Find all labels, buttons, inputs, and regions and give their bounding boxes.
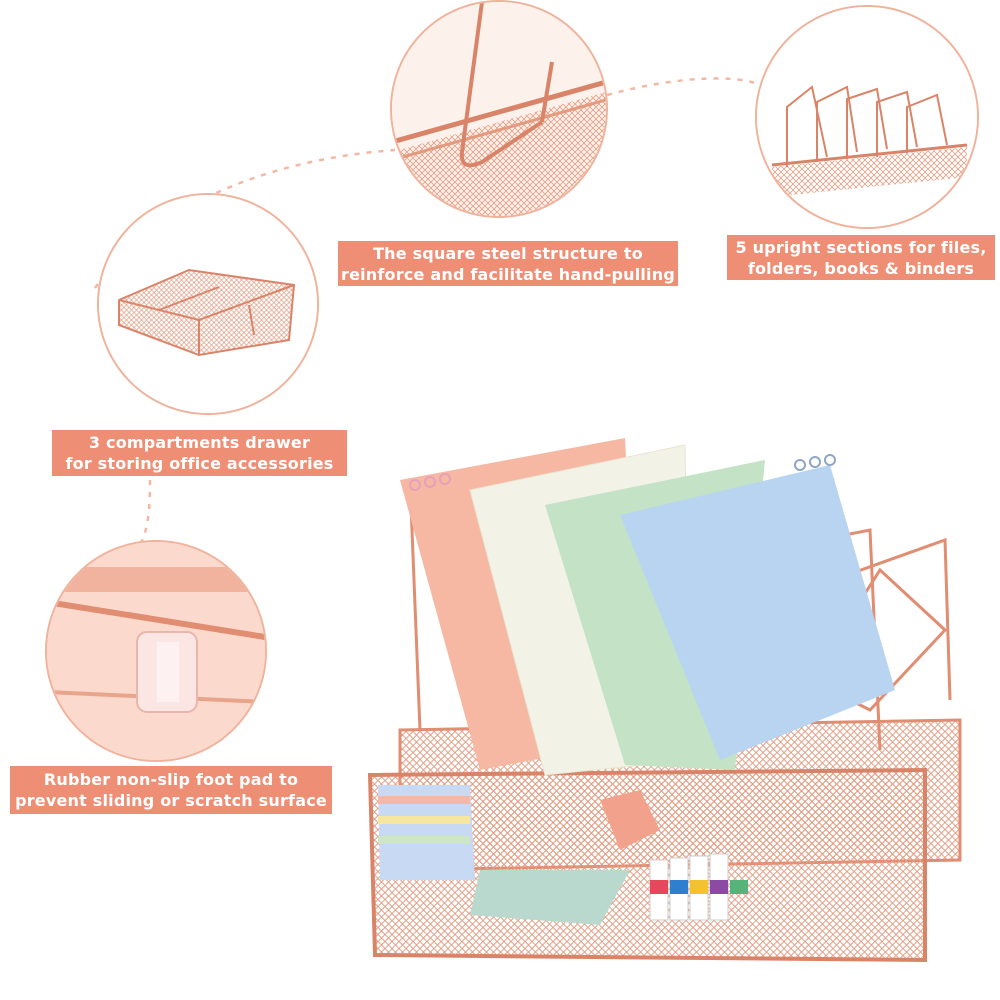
steel-structure-line1: The square steel structure to [373, 243, 643, 263]
upright-sections-closeup [755, 5, 979, 229]
steel-structure-closeup [390, 0, 608, 218]
steel-structure-line2: reinforce and facilitate hand-pulling [340, 264, 675, 284]
drawer-line1: 3 compartments drawer [88, 433, 311, 452]
upright-sections-callout: 5 upright sections for files, folders, b… [727, 235, 995, 280]
drawer-line2: for storing office accessories [65, 454, 334, 473]
drawer-callout: 3 compartments drawer for storing office… [52, 430, 347, 476]
upright-sections-line1: 5 upright sections for files, [735, 237, 987, 257]
foot-pad-closeup [45, 540, 267, 762]
steel-structure-callout: The square steel structure to reinforce … [338, 241, 678, 286]
foot-pad-line1: Rubber non-slip foot pad to [43, 770, 299, 789]
upright-sections-line2: folders, books & binders [747, 258, 975, 278]
drawer-closeup [97, 193, 319, 415]
foot-pad-callout: Rubber non-slip foot pad to prevent slid… [10, 766, 332, 814]
foot-pad-line2: prevent sliding or scratch surface [15, 791, 327, 810]
